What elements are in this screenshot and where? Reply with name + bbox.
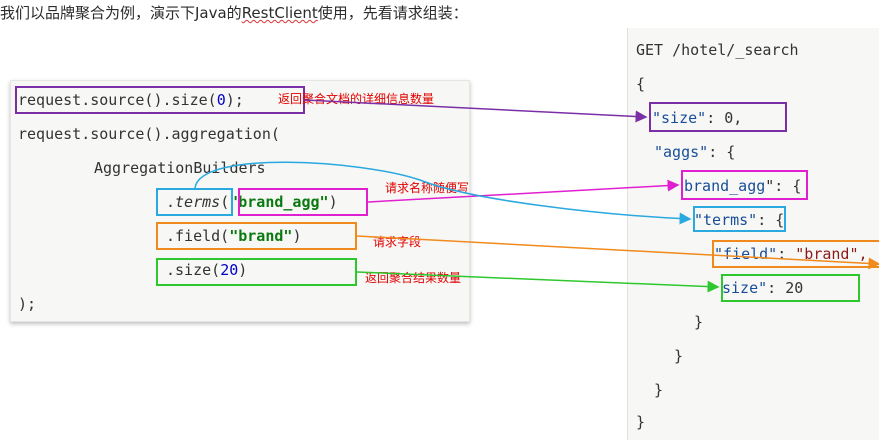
java-line-size: request.source().size(0); bbox=[18, 91, 244, 109]
json-aggs-line: "aggs": { bbox=[654, 143, 736, 161]
java-size-highlight bbox=[15, 86, 305, 114]
json-close-4: } bbox=[636, 413, 646, 431]
note-doc-size: 返回聚合文档的详细信息数量 bbox=[278, 92, 435, 106]
java-field-highlight bbox=[156, 222, 357, 250]
json-close-3: } bbox=[654, 381, 664, 399]
intro-prefix: 我们以品牌聚合为例，演示下Java的 bbox=[0, 4, 242, 22]
java-line-builders: AggregationBuilders bbox=[94, 159, 266, 177]
java-line-aggregation: request.source().aggregation( bbox=[18, 125, 280, 143]
java-line-close: ); bbox=[18, 295, 37, 313]
java-line-field: .field("brand") bbox=[166, 227, 302, 245]
json-request-line: GET /hotel/_search bbox=[636, 41, 799, 59]
json-brand-agg-line: brand_agg": { bbox=[684, 177, 802, 195]
note-field: 请求字段 bbox=[373, 235, 422, 249]
json-size20-highlight bbox=[721, 274, 860, 302]
json-request-panel bbox=[627, 28, 879, 440]
json-size-highlight bbox=[649, 102, 787, 132]
json-close-2: } bbox=[674, 347, 684, 365]
java-terms-highlight bbox=[156, 188, 233, 216]
note-agg-name: 请求名称随便写 bbox=[385, 181, 470, 195]
java-name-highlight bbox=[238, 188, 368, 216]
json-terms-highlight bbox=[693, 206, 786, 232]
json-size20-line: size": 20 bbox=[722, 279, 804, 297]
json-close-1: } bbox=[694, 313, 704, 331]
note-agg-size: 返回聚合结果数量 bbox=[365, 271, 462, 285]
json-field-highlight bbox=[712, 240, 879, 268]
intro-suffix: 使用，先看请求组装： bbox=[317, 4, 468, 22]
json-brand-agg-highlight bbox=[681, 170, 808, 200]
json-size-line: "size": 0, bbox=[652, 109, 743, 127]
intro-restclient: RestClient bbox=[241, 4, 318, 22]
intro-text: 我们以品牌聚合为例，演示下Java的RestClient使用，先看请求组装： bbox=[0, 2, 468, 23]
json-terms-line: "terms": { bbox=[694, 211, 785, 229]
java-line-agg-size: .size(20) bbox=[166, 261, 248, 279]
java-agg-size-highlight bbox=[156, 258, 357, 286]
json-open-brace: { bbox=[636, 75, 646, 93]
